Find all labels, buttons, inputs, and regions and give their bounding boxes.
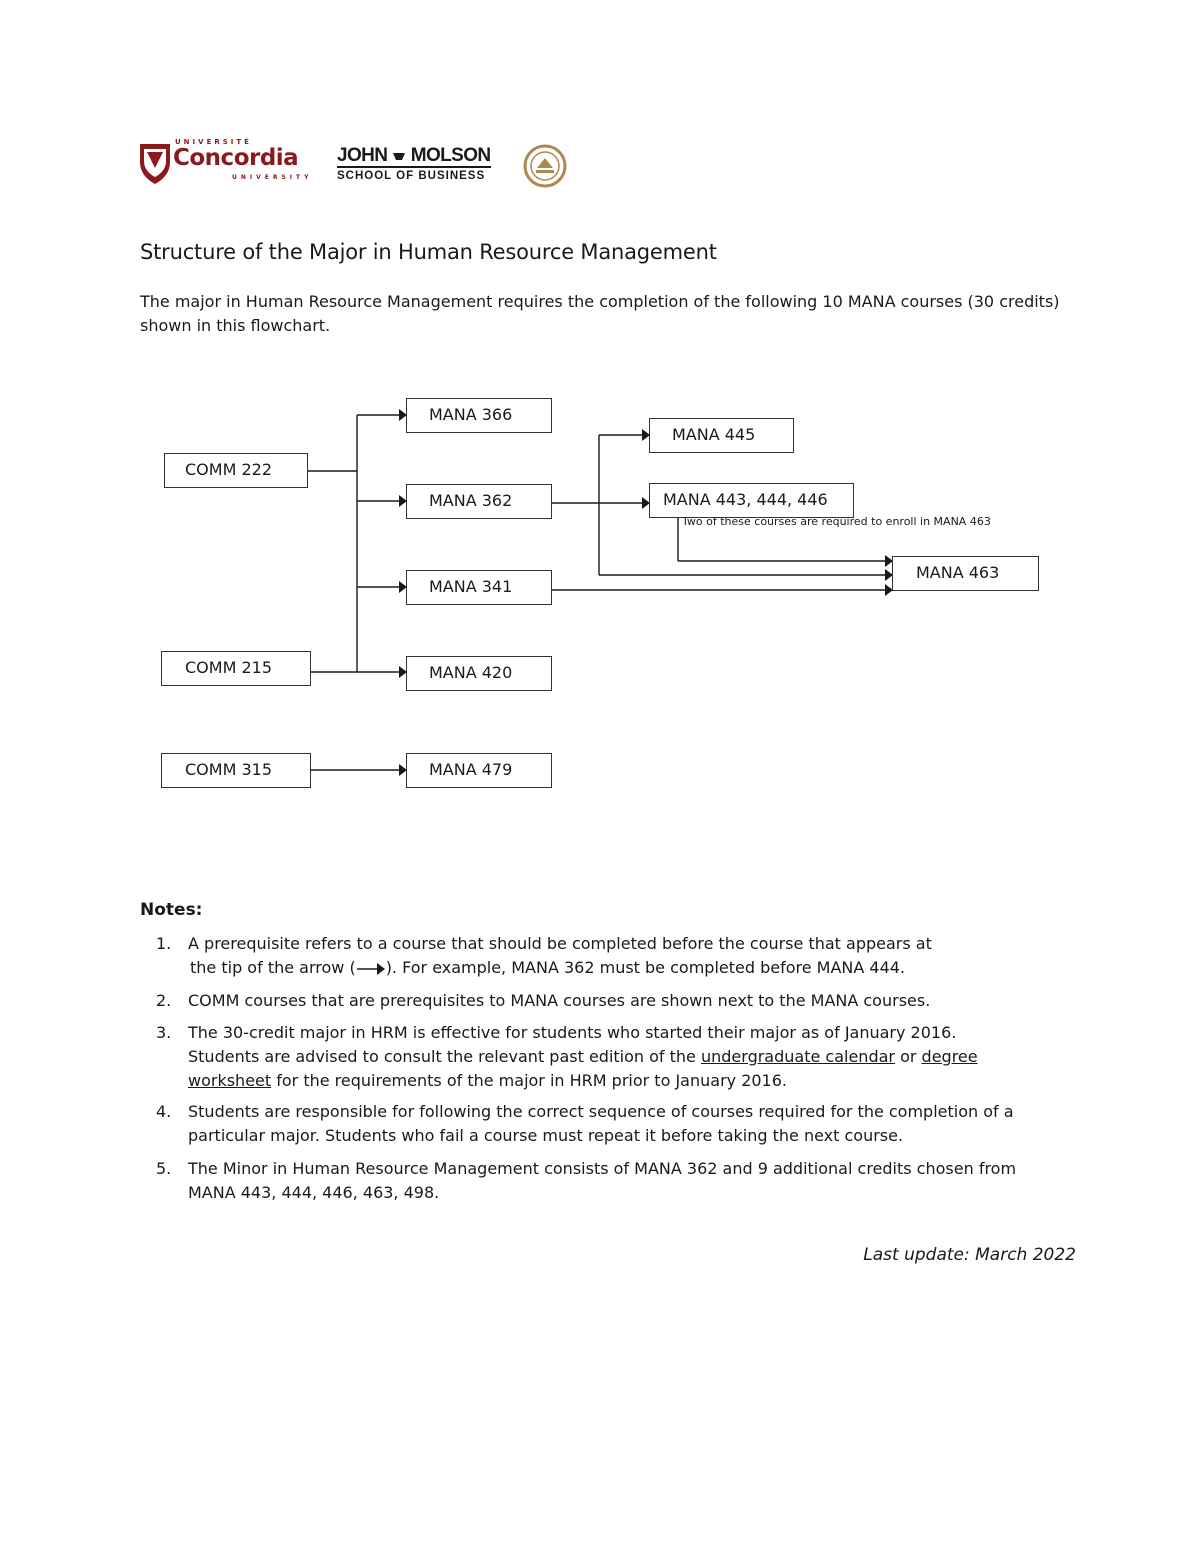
note-number: 4. — [156, 1102, 172, 1121]
course-box-mana-341: MANA 341 — [406, 570, 552, 605]
note-text: The 30-credit major in HRM is effective … — [188, 1023, 978, 1090]
concordia-bottom-text: UNIVERSITY — [232, 174, 313, 181]
course-box-mana-479: MANA 479 — [406, 753, 552, 788]
course-box-comm-215: COMM 215 — [161, 651, 311, 686]
flowchart-note: Two of these courses are required to enr… — [682, 515, 991, 528]
note-text: The Minor in Human Resource Management c… — [188, 1159, 1017, 1202]
molson-emblem-icon — [393, 152, 406, 160]
note-number: 2. — [156, 991, 172, 1010]
note-4: 4. Students are responsible for followin… — [140, 1100, 1070, 1148]
course-box-mana-443-444-446: MANA 443, 444, 446 — [649, 483, 854, 518]
undergraduate-calendar-link[interactable]: undergraduate calendar — [700, 1047, 895, 1066]
note-text: COMM courses that are prerequisites to M… — [188, 991, 931, 1010]
aacsb-seal-icon — [523, 144, 567, 188]
concordia-logo: UNIVERSITÉ Concordia UNIVERSITY — [140, 138, 315, 186]
note-text: A prerequisite refers to a course that s… — [188, 934, 932, 977]
concordia-top-text: UNIVERSITÉ — [175, 138, 252, 146]
note-5: 5. The Minor in Human Resource Managemen… — [140, 1157, 1070, 1205]
course-box-mana-420: MANA 420 — [406, 656, 552, 691]
note-number: 3. — [156, 1023, 172, 1042]
concordia-wordmark: Concordia — [173, 145, 299, 171]
course-box-mana-445: MANA 445 — [649, 418, 794, 453]
note-3: 3. The 30-credit major in HRM is effecti… — [140, 1021, 1070, 1093]
john-molson-logo: JOHN MOLSON SCHOOL OF BUSINESS — [337, 146, 502, 186]
note-2: 2. COMM courses that are prerequisites t… — [140, 989, 1070, 1013]
molson-bottom-text: SCHOOL OF BUSINESS — [337, 170, 486, 182]
note-1: 1. A prerequisite refers to a course tha… — [140, 932, 1070, 980]
concordia-shield-icon — [140, 144, 170, 184]
molson-top-text: JOHN MOLSON — [337, 145, 491, 168]
course-box-mana-362: MANA 362 — [406, 484, 552, 519]
last-update: Last update: March 2022 — [863, 1245, 1076, 1265]
course-box-mana-366: MANA 366 — [406, 398, 552, 433]
intro-paragraph: The major in Human Resource Management r… — [140, 292, 1060, 335]
notes-heading: Notes: — [140, 900, 203, 920]
note-text: Students are responsible for following t… — [188, 1102, 1014, 1145]
degree-worksheet-link-part2[interactable]: worksheet — [188, 1071, 272, 1090]
note-number: 1. — [156, 934, 172, 953]
page-title: Structure of the Major in Human Resource… — [140, 240, 717, 264]
course-box-comm-222: COMM 222 — [164, 453, 308, 488]
degree-worksheet-link-part1[interactable]: degree — [921, 1047, 978, 1066]
course-box-mana-463: MANA 463 — [892, 556, 1039, 591]
note-number: 5. — [156, 1159, 172, 1178]
course-box-comm-315: COMM 315 — [161, 753, 311, 788]
arrow-icon — [356, 962, 385, 975]
